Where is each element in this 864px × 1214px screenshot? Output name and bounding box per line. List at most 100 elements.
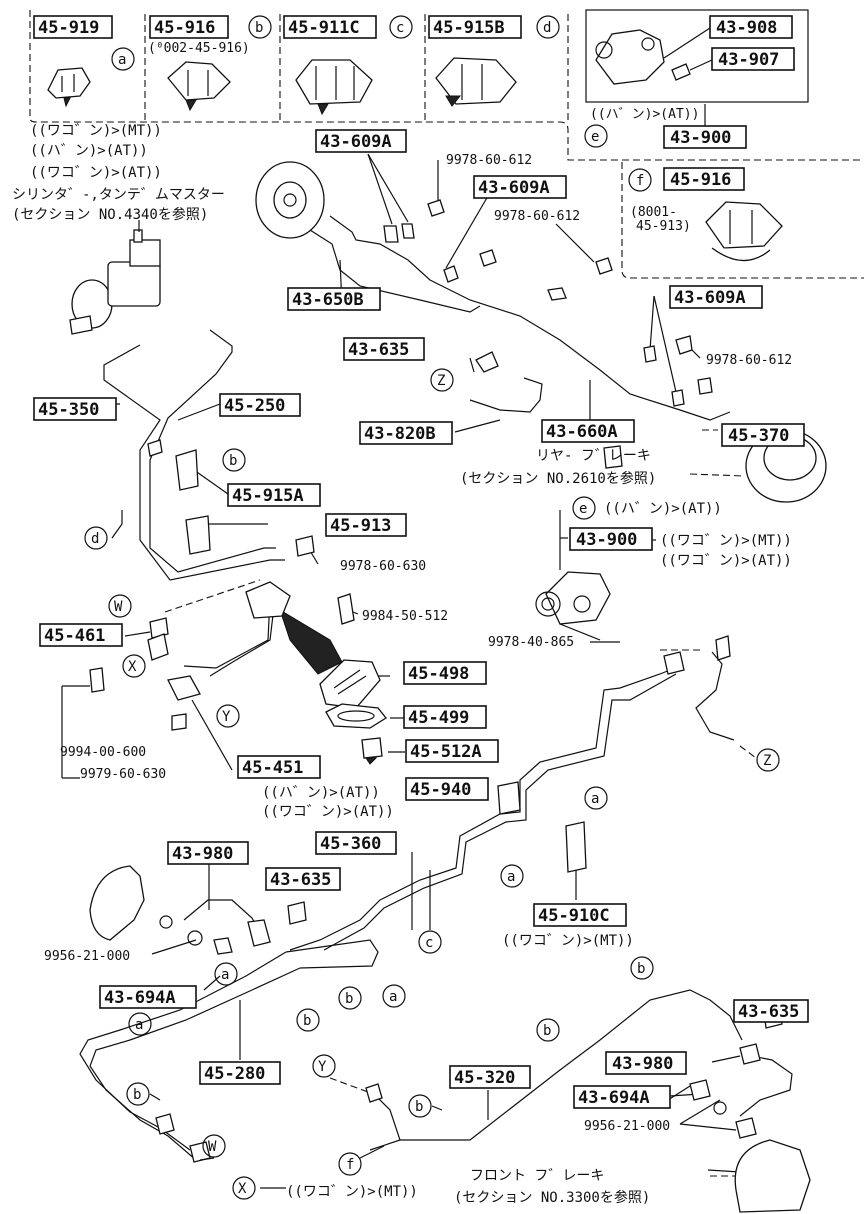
- grommet-45-498-drawing: [279, 608, 381, 709]
- circle-w-low: W: [202, 1134, 226, 1158]
- note-45-451-1: ((ハ゛ン)>(AT)): [262, 785, 380, 801]
- circle-x-mid: X: [122, 654, 146, 678]
- svg-text:a: a: [507, 869, 515, 885]
- note-left-1: ((ワコ゛ン)>(MT)): [30, 123, 162, 139]
- svg-text:45-320: 45-320: [454, 1068, 515, 1088]
- brake-pipes: [79, 215, 793, 1161]
- label-45-451: 45-451: [237, 755, 321, 779]
- label-43-694a-1: 43-694A: [99, 985, 197, 1009]
- note-rear-brake-2: (セクション NO.2610を参照): [460, 470, 656, 487]
- clip-45-512a-drawing: [361, 737, 383, 765]
- clip-45-916-f-drawing: [705, 201, 783, 262]
- svg-text:45-370: 45-370: [728, 426, 789, 446]
- svg-text:43-980: 43-980: [172, 844, 233, 864]
- svg-text:45-461: 45-461: [44, 626, 105, 646]
- valve-43-900-drawing: [535, 571, 611, 641]
- svg-text:43-980: 43-980: [612, 1054, 673, 1074]
- svg-text:e: e: [579, 501, 587, 517]
- svg-text:a: a: [221, 967, 229, 983]
- note-left-2: ((ハ゛ン)>(AT)): [30, 143, 148, 159]
- label-45-913: 45-913: [325, 513, 407, 537]
- grommet-45-499-drawing: [325, 703, 387, 729]
- svg-text:45-913: 45-913: [330, 516, 391, 536]
- label-43-694a-2: 43-694A: [573, 1085, 671, 1109]
- clip-45-915b-drawing: [435, 57, 517, 107]
- brake-drum-upper: [255, 161, 325, 239]
- brake-disc-right: [734, 1139, 811, 1213]
- valve-drawing-top: [595, 27, 713, 85]
- label-45-916-top: 45-916: [149, 15, 229, 39]
- circle-y-mid: Y: [216, 704, 240, 728]
- circle-x-low: X: [232, 1176, 256, 1200]
- svg-text:43-660A: 43-660A: [546, 422, 618, 442]
- svg-text:X: X: [128, 659, 137, 675]
- note-front-brake-2: (セクション NO.3300を参照): [454, 1189, 650, 1206]
- label-45-350: 45-350: [33, 397, 117, 421]
- svg-text:b: b: [637, 961, 645, 977]
- ref-8001: (8001-: [630, 205, 677, 220]
- circle-a-low-1: a: [214, 962, 238, 986]
- circle-a-top: a: [111, 47, 135, 71]
- circle-c-low: c: [418, 930, 442, 954]
- svg-text:43-907: 43-907: [718, 50, 779, 70]
- svg-text:Z: Z: [437, 373, 445, 389]
- connector-lines: [111, 510, 443, 1189]
- svg-text:43-908: 43-908: [716, 18, 777, 38]
- circle-e-mid: e: [572, 496, 596, 520]
- label-45-919: 45-919: [33, 15, 113, 39]
- note-45-910c: ((ワコ゛ン)>(MT)): [502, 933, 634, 949]
- junction-block-45-913: [245, 581, 291, 619]
- label-43-907: 43-907: [711, 47, 795, 71]
- bolt-9978-60-612-c: 9978-60-612: [706, 353, 792, 368]
- note-f: ((ワコ゛ン)>(MT)): [286, 1184, 418, 1200]
- brake-drum-rear: [745, 429, 827, 503]
- svg-text:Y: Y: [222, 709, 231, 725]
- svg-text:a: a: [389, 989, 397, 1005]
- circle-z-upper: Z: [430, 368, 454, 392]
- label-43-820b: 43-820B: [359, 421, 453, 445]
- note-rear-brake-1: リヤ- フ゛レーキ: [536, 448, 651, 464]
- circle-b-low-2: b: [296, 1008, 320, 1032]
- svg-text:45-350: 45-350: [38, 400, 99, 420]
- svg-text:45-250: 45-250: [224, 396, 285, 416]
- svg-text:45-360: 45-360: [320, 834, 381, 854]
- label-45-320: 45-320: [449, 1065, 531, 1089]
- note-e900-1: ((ワコ゛ン)>(MT)): [660, 533, 792, 549]
- svg-text:43-609A: 43-609A: [320, 132, 392, 152]
- bolt-9978-60-612-a: 9978-60-612: [446, 153, 532, 168]
- clip-45-916-drawing: [167, 61, 231, 112]
- svg-text:45-910C: 45-910C: [538, 906, 610, 926]
- label-45-498: 45-498: [403, 661, 487, 685]
- svg-text:45-280: 45-280: [204, 1064, 265, 1084]
- note-cylinder-2: (セクション NO.4340を参照): [12, 206, 208, 223]
- label-43-900-e: 43-900: [569, 527, 653, 551]
- leader-lines: [61, 153, 786, 1177]
- label-45-360: 45-360: [315, 831, 397, 855]
- svg-text:43-820B: 43-820B: [364, 424, 436, 444]
- label-45-911c: 45-911C: [283, 15, 377, 39]
- label-43-635-1: 43-635: [343, 337, 425, 361]
- fittings: [89, 199, 783, 1163]
- circle-d-top: d: [536, 15, 560, 39]
- svg-text:b: b: [133, 1087, 141, 1103]
- circle-b-low-4: b: [536, 1018, 560, 1042]
- svg-text:b: b: [255, 20, 263, 36]
- block-45-461: [147, 633, 169, 661]
- label-43-609a-2: 43-609A: [473, 175, 567, 199]
- clip-45-911c-drawing: [295, 59, 373, 116]
- note-left-3: ((ワコ゛ン)>(AT)): [30, 165, 162, 181]
- svg-text:W: W: [114, 599, 123, 615]
- circle-a-mid-right: a: [584, 786, 608, 810]
- svg-text:Z: Z: [763, 753, 771, 769]
- circle-w-mid: W: [108, 594, 132, 618]
- ref-8001-2: 45-913): [636, 219, 691, 234]
- svg-text:43-694A: 43-694A: [578, 1088, 650, 1108]
- svg-text:43-635: 43-635: [738, 1002, 799, 1022]
- label-43-908: 43-908: [709, 15, 793, 39]
- ref-45-916: (⁰002-45-916): [148, 41, 250, 56]
- svg-text:43-635: 43-635: [348, 340, 409, 360]
- svg-text:d: d: [543, 20, 551, 36]
- svg-text:45-916: 45-916: [670, 170, 731, 190]
- svg-text:f: f: [346, 1157, 354, 1173]
- label-43-900-top: 43-900: [663, 125, 747, 149]
